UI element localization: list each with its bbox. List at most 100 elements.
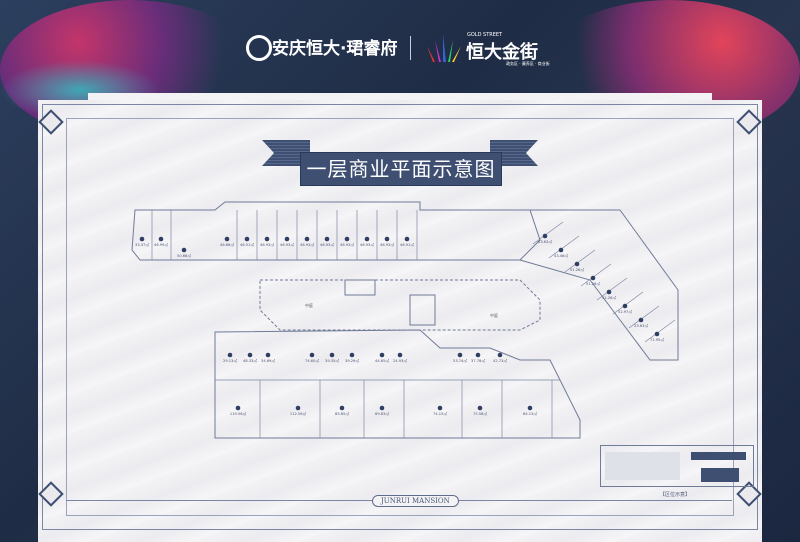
unit-marker-icon: [475, 352, 481, 358]
unit-marker-icon: [638, 317, 644, 323]
key-plan-highlight: [691, 452, 746, 460]
elevator-core: [409, 294, 436, 326]
atrium-label: 中庭: [305, 302, 313, 308]
unit-area-label: 51.26㎡: [602, 295, 616, 300]
unit-marker-icon: [329, 352, 335, 358]
stair-core: [344, 279, 376, 296]
unit-marker-icon: [264, 236, 270, 242]
unit-area-label: 84.13㎡: [523, 411, 537, 416]
footer-label: JUNRUI MANSION: [372, 495, 459, 507]
unit-marker-icon: [158, 236, 164, 242]
unit-marker-icon: [309, 352, 315, 358]
unit-area-label: 46.51㎡: [240, 242, 254, 247]
wall: [532, 221, 564, 245]
unit-area-label: 89.83㎡: [375, 411, 389, 416]
unit-marker-icon: [397, 352, 403, 358]
wall: [564, 249, 596, 273]
unit-area-label: 119.56㎡: [230, 411, 247, 416]
unit-marker-icon: [265, 352, 271, 358]
unit-area-label: 85.65㎡: [335, 411, 349, 416]
unit-marker-icon: [542, 233, 548, 239]
project-logo: 安庆恒大·珺睿府: [272, 39, 398, 59]
unit-area-label: 39.35㎡: [325, 358, 339, 363]
brand-logo: 恒大金街: [466, 42, 538, 63]
unit-marker-icon: [324, 236, 330, 242]
unit-marker-icon: [477, 405, 483, 411]
wall: [644, 319, 676, 343]
unit-marker-icon: [139, 236, 145, 242]
unit-area-label: 46.66㎡: [220, 242, 234, 247]
unit-marker-icon: [235, 405, 241, 411]
unit-marker-icon: [284, 236, 290, 242]
unit-area-label: 46.93㎡: [360, 242, 374, 247]
inner-frame: [66, 118, 734, 516]
wall: [628, 305, 660, 329]
brand-logo-en: GOLD STREET: [467, 32, 503, 38]
unit-marker-icon: [590, 275, 596, 281]
key-plan-highlight: [701, 468, 739, 482]
unit-area-label: 46.99㎡: [154, 242, 168, 247]
wall: [596, 277, 628, 301]
gold-street-logo-icon: [427, 34, 461, 62]
unit-area-label: 46.93㎡: [320, 242, 334, 247]
unit-marker-icon: [339, 405, 345, 411]
unit-marker-icon: [227, 352, 233, 358]
top-block-outline: [131, 201, 541, 261]
unit-marker-icon: [304, 236, 310, 242]
unit-area-label: 46.93㎡: [340, 242, 354, 247]
wall: [548, 235, 580, 259]
unit-area-label: 75.58㎡: [473, 411, 487, 416]
unit-marker-icon: [404, 236, 410, 242]
lower-block-outline: [214, 329, 581, 439]
key-plan: [600, 445, 754, 487]
unit-marker-icon: [574, 261, 580, 267]
brand-tagline: 政务区 · 廉养区 · 商业街: [506, 61, 550, 66]
unit-marker-icon: [558, 247, 564, 253]
wing-outline: [519, 209, 679, 361]
unit-area-label: 71.95㎡: [650, 337, 664, 342]
unit-area-label: 52.97㎡: [618, 309, 632, 314]
unit-area-label: 46.93㎡: [280, 242, 294, 247]
unit-area-label: 37.78㎡: [471, 358, 485, 363]
unit-marker-icon: [654, 331, 660, 337]
paper-top: [88, 93, 712, 103]
unit-area-label: 74.15㎡: [433, 411, 447, 416]
header: 安庆恒大·珺睿府 GOLD STREET 恒大金街 政务区 · 廉养区 · 商业…: [0, 0, 800, 93]
outer-frame: [42, 104, 758, 530]
atrium-label: 中庭: [490, 312, 498, 318]
unit-marker-icon: [622, 303, 628, 309]
unit-area-label: 46.93㎡: [260, 242, 274, 247]
unit-area-label: 46.93㎡: [300, 242, 314, 247]
unit-area-label: 43.46㎡: [554, 253, 568, 258]
divider: [410, 36, 411, 60]
unit-area-label: 51.26㎡: [570, 267, 584, 272]
unit-area-label: 53.74㎡: [453, 358, 467, 363]
unit-marker-icon: [457, 352, 463, 358]
unit-marker-icon: [606, 289, 612, 295]
key-plan-site: [605, 452, 680, 480]
unit-marker-icon: [437, 405, 443, 411]
wall: [580, 263, 612, 287]
unit-area-label: 51.26㎡: [586, 281, 600, 286]
unit-marker-icon: [379, 352, 385, 358]
unit-area-label: 29.13㎡: [223, 358, 237, 363]
page-title: 一层商业平面示意图: [300, 152, 502, 186]
unit-marker-icon: [244, 236, 250, 242]
unit-area-label: 48.33㎡: [243, 358, 257, 363]
unit-marker-icon: [181, 247, 187, 253]
unit-marker-icon: [384, 236, 390, 242]
unit-area-label: 74.60㎡: [305, 358, 319, 363]
unit-area-label: 46.91㎡: [400, 242, 414, 247]
unit-marker-icon: [497, 352, 503, 358]
unit-area-label: 112.56㎡: [290, 411, 307, 416]
unit-area-label: 46.93㎡: [380, 242, 394, 247]
unit-area-label: 23.63㎡: [634, 323, 648, 328]
project-emblem-icon: [246, 35, 272, 61]
unit-area-label: 44.65㎡: [375, 358, 389, 363]
unit-marker-icon: [527, 405, 533, 411]
unit-marker-icon: [349, 352, 355, 358]
unit-marker-icon: [379, 405, 385, 411]
atrium-outline: [259, 279, 541, 331]
wall: [612, 291, 644, 315]
